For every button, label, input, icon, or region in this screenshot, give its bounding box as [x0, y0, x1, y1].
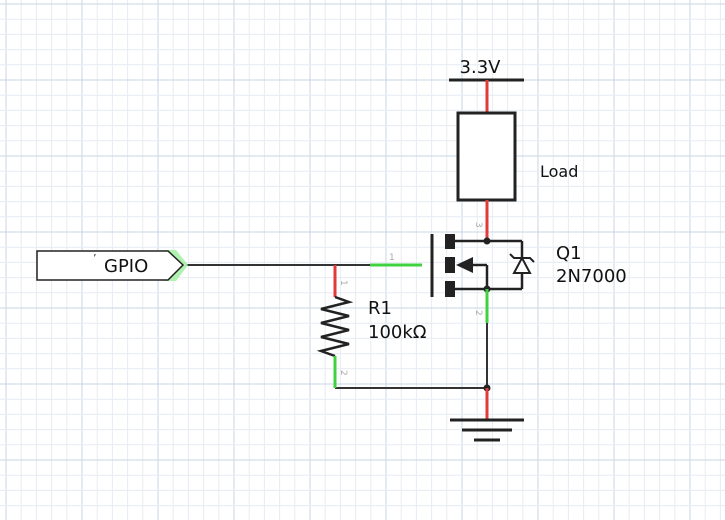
load-label: Load: [540, 162, 578, 181]
ground-icon[interactable]: [450, 384, 524, 442]
q1-drain-junction: [483, 237, 491, 245]
gpio-label-shape: [36, 250, 185, 281]
r1-zigzag: [316, 295, 354, 358]
supply-3v3[interactable]: 3.3V: [449, 57, 524, 113]
supply-label: 3.3V: [460, 57, 502, 78]
r1-pin-top-number: 1: [338, 280, 348, 286]
q1-diode-bar: [509, 253, 535, 263]
q1-source-pin-number: 2: [473, 310, 483, 316]
gate-pin-number: 1: [389, 253, 395, 263]
q1-channel-source: [445, 281, 455, 297]
q1-diode-triangle: [512, 255, 532, 274]
q1-body-arrow: [456, 257, 473, 273]
resistor-r1[interactable]: 1 2 R1 100kΩ: [316, 265, 427, 388]
q1-reference: Q1: [556, 243, 582, 264]
gpio-tick-mark: ʼ: [93, 252, 97, 265]
load-body: [456, 111, 517, 202]
q1-part: 2N7000: [556, 266, 627, 287]
q1-channel-mid: [445, 257, 455, 273]
gpio-label-text: GPIO: [104, 256, 148, 277]
r1-pin-bottom-number: 2: [338, 370, 348, 376]
transistor-q1[interactable]: 2 Q1 2N7000: [430, 234, 627, 323]
drain-pin-number: 3: [473, 222, 483, 228]
q1-channel-drain: [445, 234, 455, 249]
load[interactable]: Load 3: [456, 111, 578, 241]
r1-value: 100kΩ: [368, 322, 427, 343]
gate-pin: 1: [370, 253, 422, 267]
gpio-net-label[interactable]: ʼ GPIO: [36, 250, 188, 281]
r1-reference: R1: [368, 298, 392, 319]
